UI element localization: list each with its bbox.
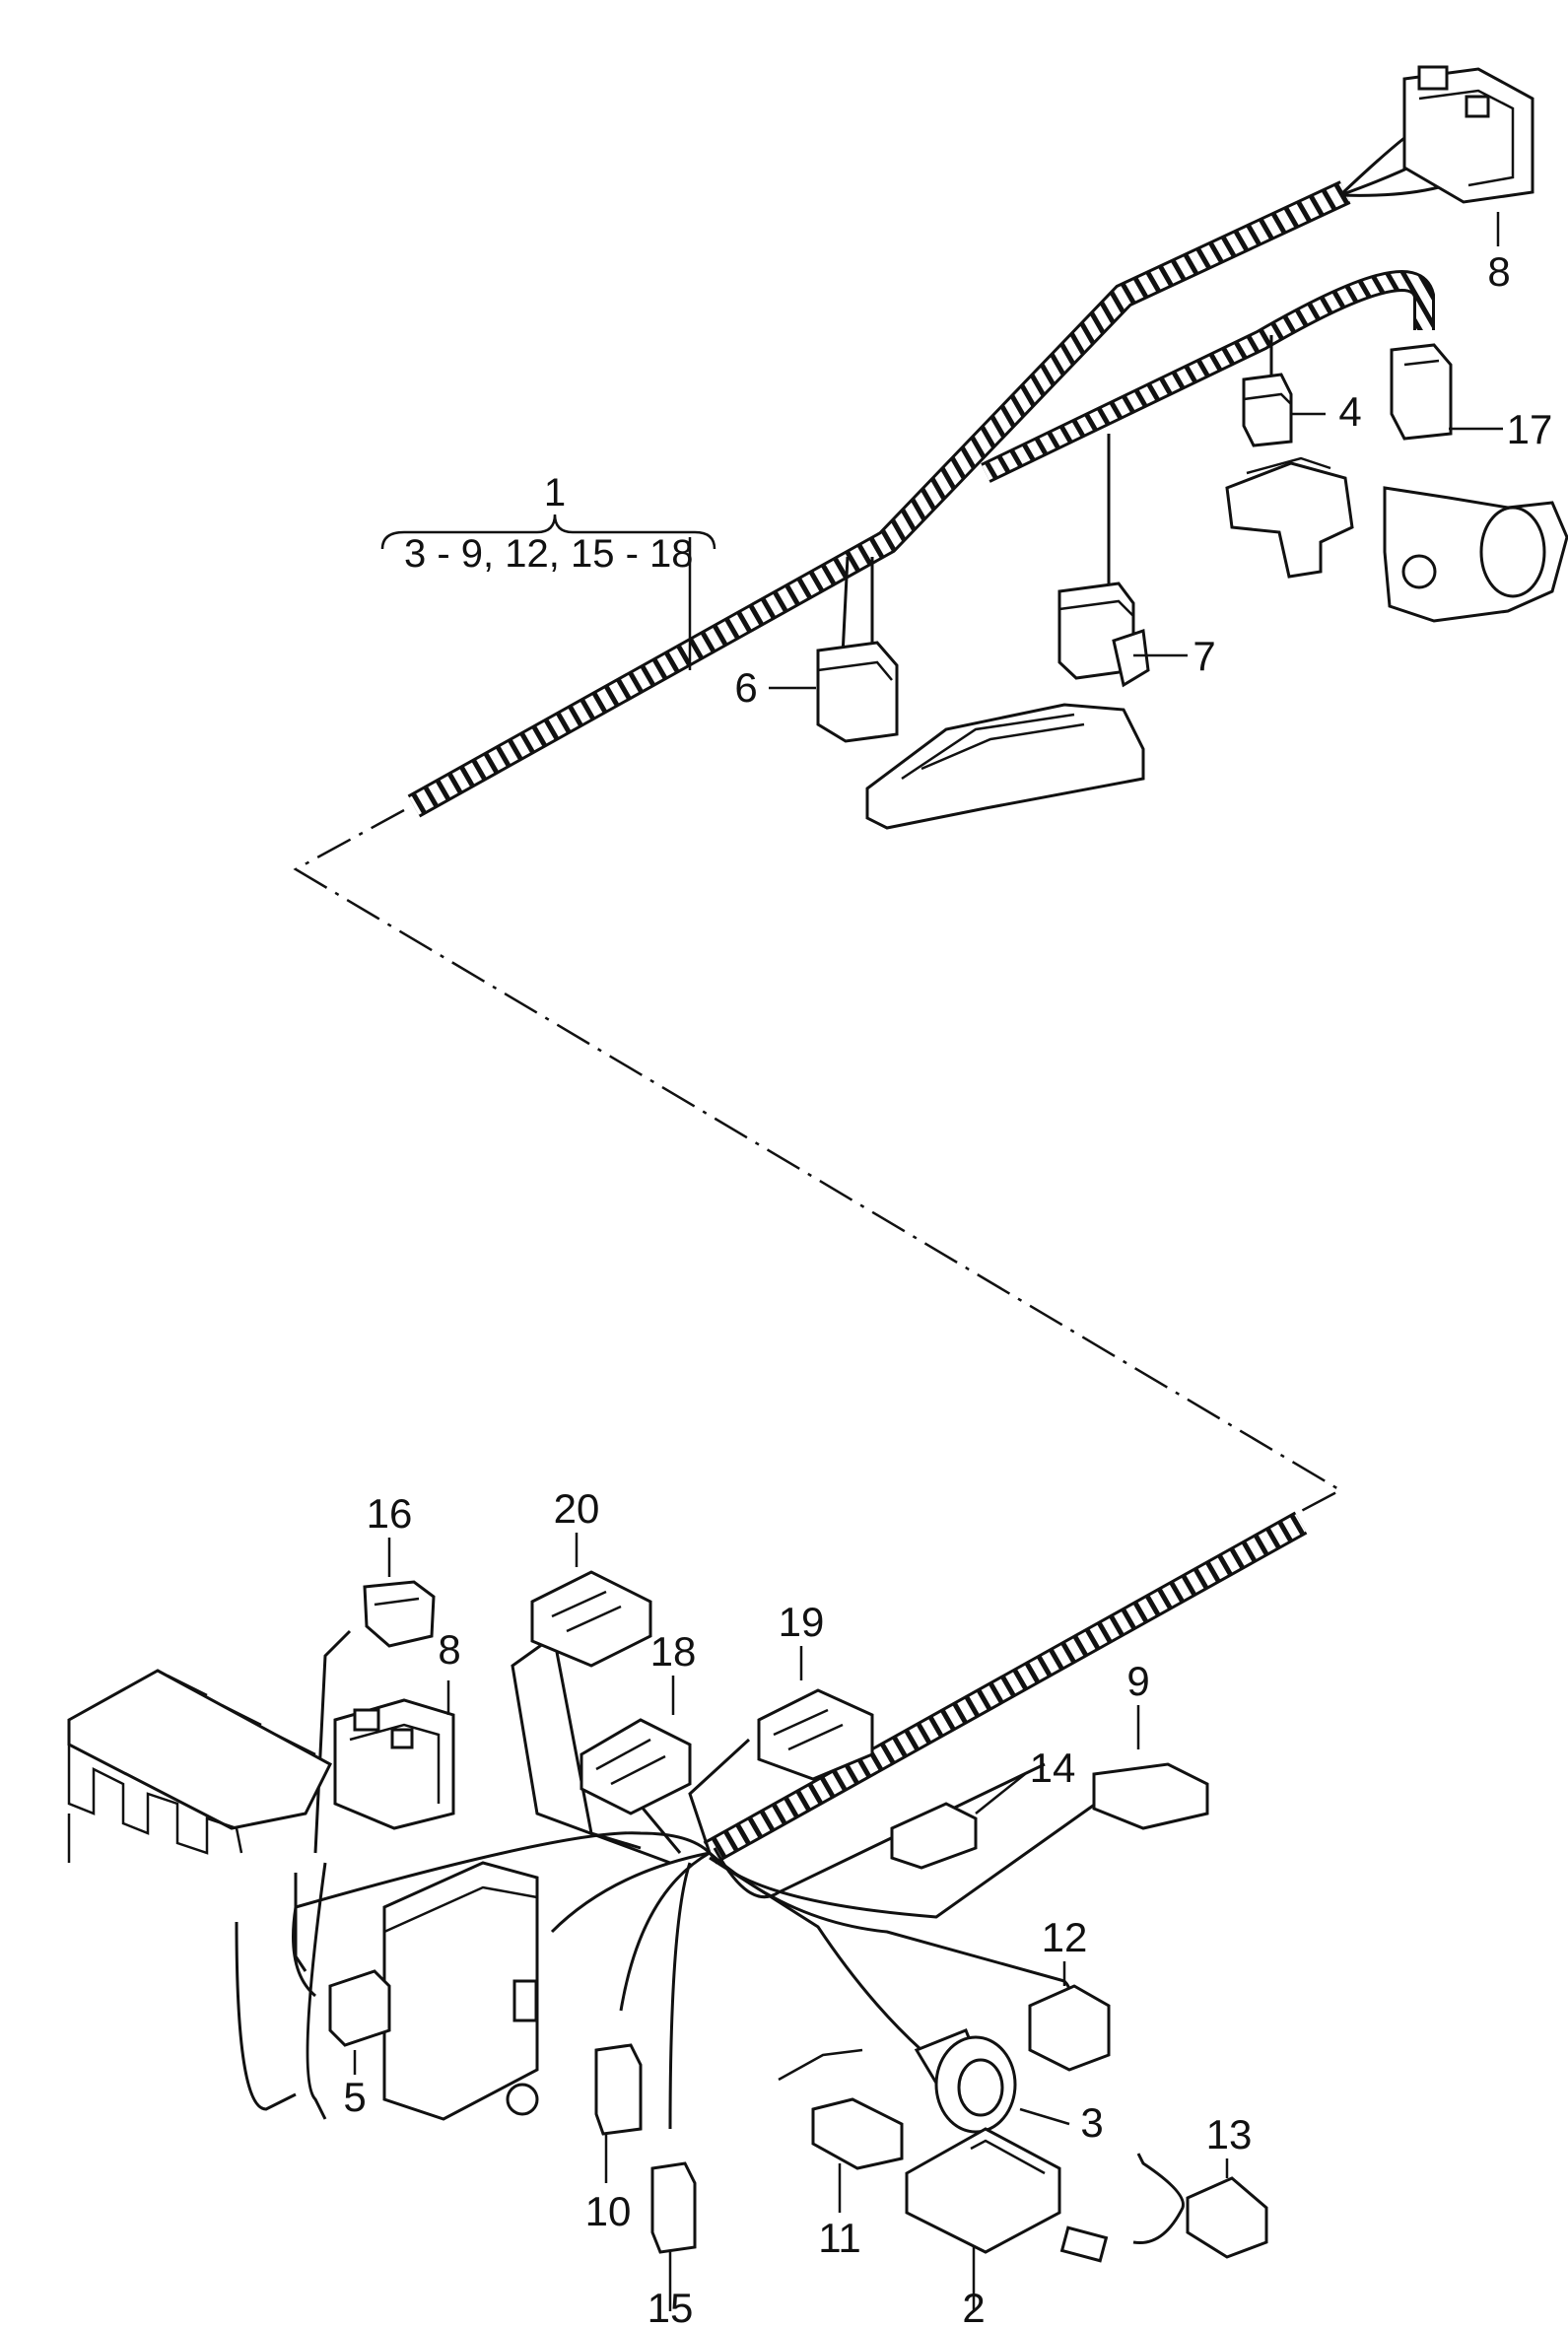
connector-7 — [1057, 434, 1150, 688]
callout-labels: 8 4 17 6 7 16 20 8 18 19 9 14 12 5 3 10 … — [343, 248, 1552, 2328]
leader-lines — [353, 212, 1503, 2311]
selector-bracket — [865, 703, 1145, 830]
callout-9: 9 — [1126, 1658, 1149, 1704]
callout-12: 12 — [1042, 1914, 1088, 1960]
connector-19 — [757, 1688, 874, 1781]
callout-4: 4 — [1338, 388, 1361, 435]
connector-12 — [1028, 1984, 1111, 2072]
holder-4-bracket — [1225, 456, 1354, 579]
connector-2 — [905, 2127, 1061, 2254]
callout-15: 15 — [648, 2285, 694, 2328]
connector-13 — [1059, 2153, 1268, 2263]
callout-11: 11 — [818, 2215, 861, 2261]
connector-10 — [594, 2043, 643, 2136]
group-label: 1 3 - 9, 12, 15 - 18 — [380, 471, 716, 670]
callout-16: 16 — [367, 1490, 413, 1537]
connector-20 — [530, 1570, 652, 1668]
callout-2: 2 — [962, 2285, 985, 2328]
callout-3: 3 — [1080, 2099, 1103, 2146]
callout-18: 18 — [650, 1628, 697, 1675]
connector-4 — [1242, 335, 1293, 447]
connector-9 — [1092, 1762, 1209, 1830]
connector-15 — [650, 2161, 697, 2254]
callout-14: 14 — [1030, 1745, 1076, 1791]
connector-8-top — [1402, 65, 1534, 204]
lower-harness — [235, 1511, 1308, 2130]
connector-6 — [816, 556, 899, 743]
control-unit — [382, 1861, 539, 2121]
upper-harness — [407, 136, 1440, 818]
callout-6: 6 — [734, 664, 757, 711]
connector-11 — [778, 2048, 904, 2170]
bracket-17 — [1383, 486, 1568, 623]
callout-7: 7 — [1193, 633, 1215, 679]
callout-8-bottom: 8 — [438, 1626, 460, 1673]
group-number: 1 — [544, 471, 566, 514]
connector-18 — [579, 1718, 692, 1815]
callout-8-top: 8 — [1487, 248, 1510, 295]
connector-14 — [890, 1802, 978, 1870]
callout-10: 10 — [585, 2188, 632, 2234]
callout-20: 20 — [554, 1485, 600, 1532]
connector-17 — [1390, 343, 1453, 441]
connector-16 — [363, 1580, 436, 1648]
callout-5: 5 — [343, 2074, 366, 2120]
connector-8-bottom — [333, 1698, 455, 1830]
left-tray — [67, 1669, 332, 1863]
group-range: 3 - 9, 12, 15 - 18 — [404, 532, 694, 576]
callout-13: 13 — [1206, 2111, 1253, 2157]
callout-19: 19 — [779, 1599, 825, 1645]
callout-17: 17 — [1507, 406, 1553, 452]
connector-3 — [914, 2028, 1017, 2134]
connector-5 — [328, 1969, 391, 2047]
phantom-connection-line — [293, 808, 1343, 1544]
